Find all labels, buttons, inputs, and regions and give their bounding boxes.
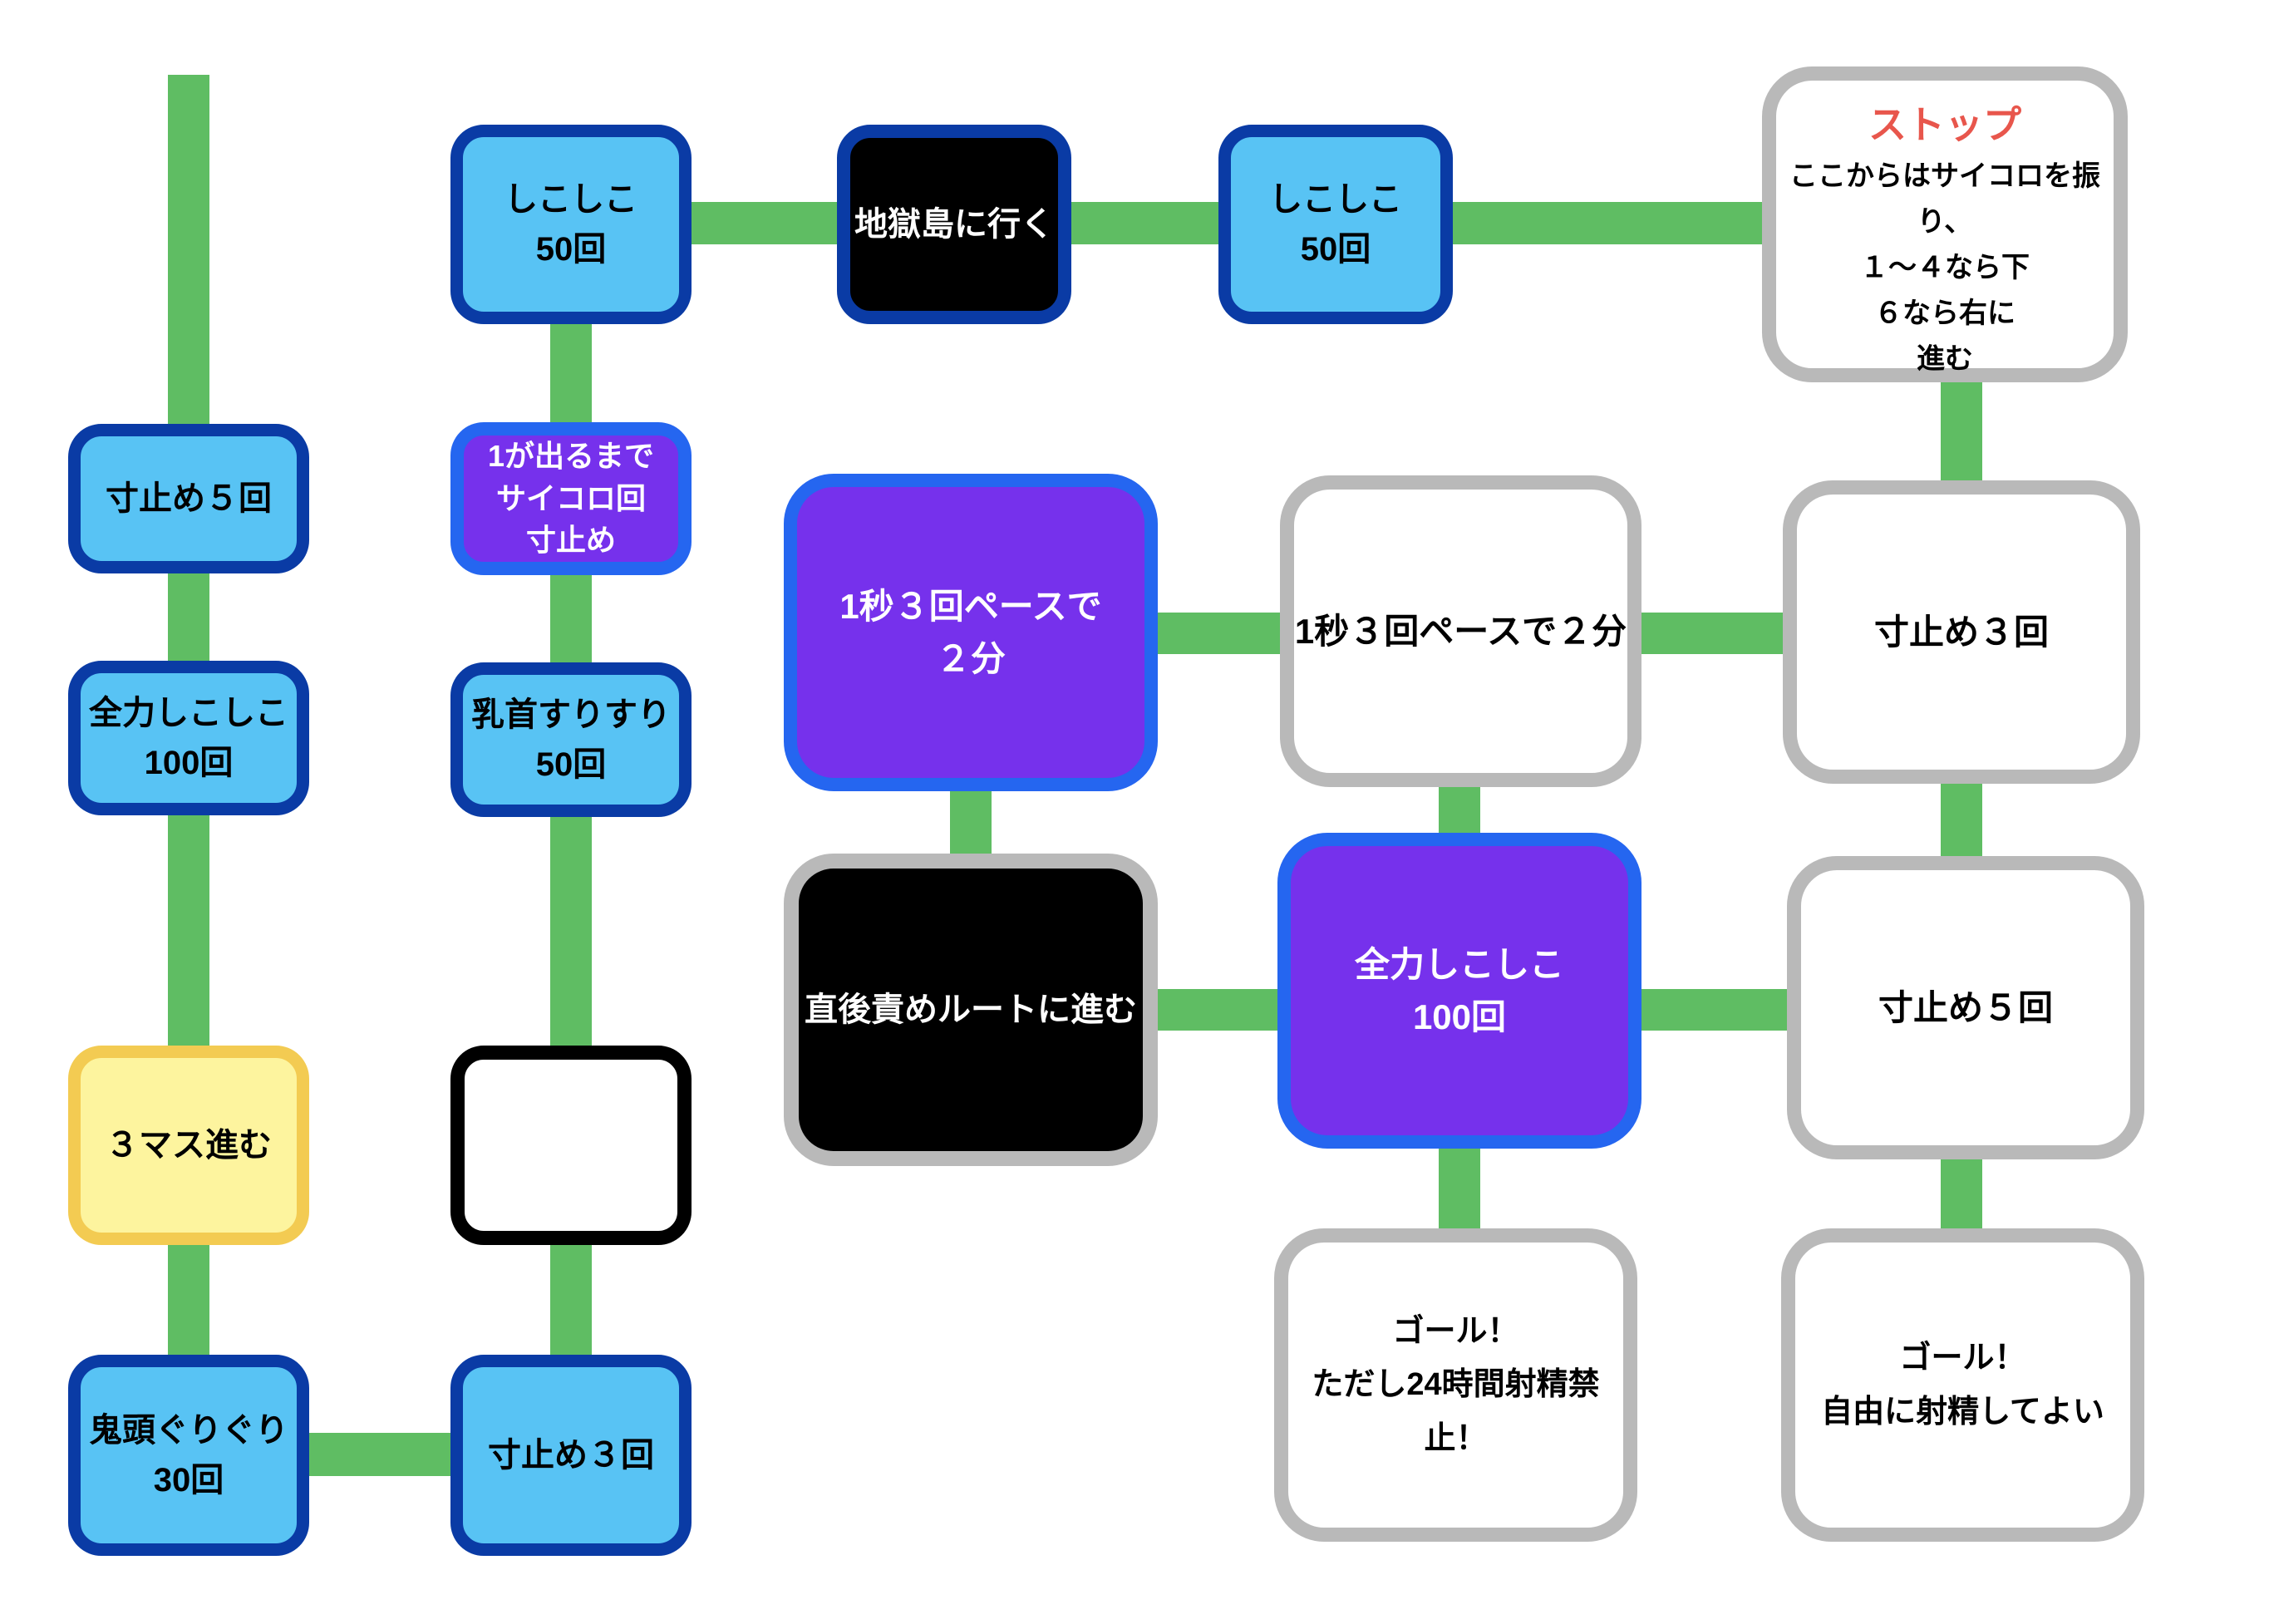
- node-sundome-3-right: 寸止め３回: [1783, 480, 2140, 784]
- node-chokugo-route: 直後責めルートに進む: [784, 854, 1158, 1166]
- edge-sundome5-left-to-zenryoku-left: [168, 570, 209, 663]
- edge-sundome5-right-to-goal-free: [1941, 1156, 1982, 1232]
- node-sundome-5-left: 寸止め５回: [68, 424, 309, 573]
- edge-pace-purple-to-pace-white: [1155, 613, 1283, 654]
- node-goal-free: ゴール！ 自由に射精してよい: [1781, 1228, 2144, 1542]
- node-shikoshiko-50-2: しこしこ 50回: [1218, 125, 1453, 324]
- edge-stop-to-sundome3-right: [1941, 379, 1982, 484]
- node-goal-24h-ban: ゴール！ ただし24時間射精禁止！: [1274, 1228, 1637, 1542]
- edge-kito-to-sundome3-bottom: [306, 1433, 455, 1476]
- edge-sundome3-right-to-sundome5-right: [1941, 780, 1982, 859]
- edge-zenryoku-purple-to-goal-ban: [1439, 1145, 1480, 1232]
- edge-zenryoku-left-to-sanmasu: [168, 810, 209, 1050]
- node-zenryoku-100-purple: 全力しこしこ 100回: [1277, 833, 1641, 1149]
- node-3masu-susumu: ３マス進む: [68, 1046, 309, 1245]
- node-sundome-3-bottom: 寸止め３回: [450, 1355, 692, 1556]
- node-stop: ストップ ここからはサイコロを振り、 １〜４なら下 ６なら右に 進む: [1762, 66, 2128, 382]
- edge-shikoshiko-top-to-jigoku: [688, 202, 840, 244]
- edge-pace-white-to-sundome3-right: [1638, 613, 1786, 654]
- node-kito-30: 鬼頭ぐりぐり 30回: [68, 1355, 309, 1556]
- edge-chokugo-to-zenryoku-purple: [1154, 989, 1281, 1031]
- edge-start-to-sundome5-left: [168, 75, 209, 428]
- node-chikubi-50: 乳首すりすり 50回: [450, 662, 692, 817]
- node-jigoku-shima: 地獄島に行く: [837, 125, 1071, 324]
- edge-dice-until-1-to-shikoshiko-top: [550, 321, 592, 427]
- edge-pace-purple-to-chokugo: [950, 788, 992, 857]
- stop-title: ストップ: [1868, 103, 2021, 146]
- edge-shikoshiko-top2-to-stop: [1450, 202, 1765, 244]
- edge-pace-white-to-zenryoku-purple: [1439, 784, 1480, 836]
- node-pace-2min-white: 1秒３回ペースで２分: [1280, 475, 1641, 787]
- edge-blank-to-chikubi: [550, 812, 592, 1049]
- edge-zenryoku-purple-to-sundome5-right: [1638, 989, 1790, 1031]
- stop-body: ここからはサイコロを振り、 １〜４なら下 ６なら右に 進む: [1789, 160, 2100, 376]
- node-blank: [450, 1046, 692, 1245]
- edge-sundome3-bottom-to-blank: [550, 1240, 592, 1358]
- node-shikoshiko-50-1: しこしこ 50回: [450, 125, 692, 324]
- edge-jigoku-to-shikoshiko-top2: [1068, 202, 1222, 244]
- node-sundome-5-right: 寸止め５回: [1787, 856, 2144, 1159]
- edge-chikubi-to-dice-until-1: [550, 570, 592, 666]
- node-zenryoku-100-left: 全力しこしこ 100回: [68, 661, 309, 815]
- edge-sanmasu-to-kito: [168, 1240, 209, 1358]
- node-dice-until-1: 1が出るまで サイコロ回 寸止め: [450, 422, 692, 575]
- node-pace-2min-purple: 1秒３回ペースで ２分: [784, 474, 1158, 791]
